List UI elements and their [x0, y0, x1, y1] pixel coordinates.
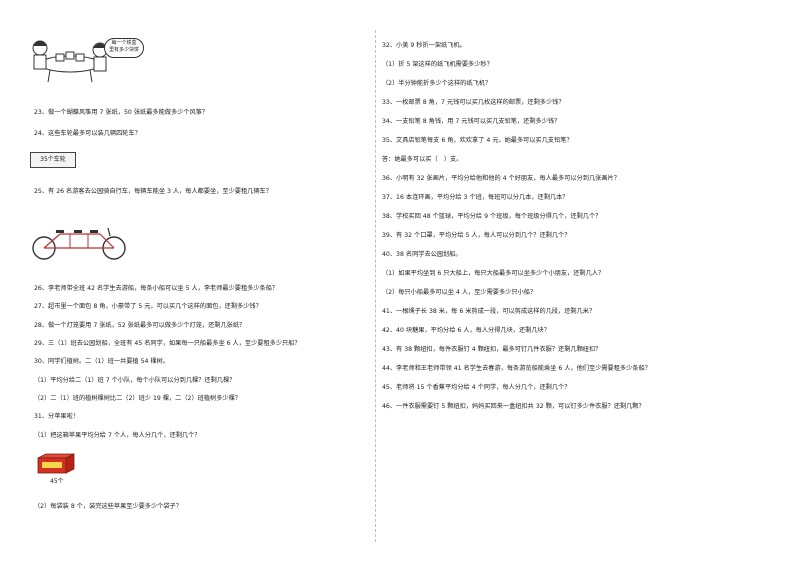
- kids-table-image: [32, 40, 108, 83]
- question-30: 30、同学们植树。二（1）班一共要植 54 棵树。: [34, 358, 169, 365]
- question-31: 31、分苹果啦！: [34, 413, 79, 420]
- wheels-box-label: 35个车轮: [40, 156, 66, 163]
- question-33: 33、一枚邮票 8 角，7 元钱可以买几枚这样的邮票，还剩多少钱？: [382, 99, 565, 106]
- answer-35: 答：她最多可以买（ ）支。: [382, 156, 463, 163]
- question-30-part-1: （1）平均分给二（1）班 7 个小队，每个小队可以分到几棵？还剩几棵？: [34, 377, 236, 384]
- speech-bubble-text: 每一个铁盒 里有多少块饼: [108, 40, 139, 53]
- question-34: 34、一支铅笔 8 角钱，用 7 元钱可以买几支铅笔，还剩多少钱？: [382, 118, 561, 125]
- speech-bubble: 每一个铁盒 里有多少块饼: [104, 38, 144, 58]
- apple-count-label: 45个: [50, 478, 64, 485]
- apple-box-illustration: [36, 452, 76, 474]
- question-25: 25、有 26 名游客去公园骑自行车，每辆车能坐 3 人，每人都要坐，至少要租几…: [34, 188, 272, 195]
- question-43: 43、有 38 颗纽扣，每件衣服钉 4 颗纽扣，最多可钉几件衣服？还剩几颗纽扣？: [382, 346, 602, 353]
- question-36: 36、小明有 32 张画片，平均分给他和他的 4 个好朋友，每人最多可以分到几张…: [382, 175, 620, 182]
- tandem-bicycle-illustration: [30, 222, 130, 262]
- question-23: 23、做一个蝴蝶风筝用 7 张纸，50 张纸最多能做多少个风筝？: [34, 109, 209, 116]
- question-46: 46、一件衣服需要钉 5 颗纽扣，妈妈买回来一盒纽扣共 32 颗，可以钉多少件衣…: [382, 403, 645, 410]
- question-41: 41、一根绳子长 38 米，每 6 米剪成一段，可以剪成这样的几段，还剩几米？: [382, 308, 596, 315]
- question-40-part-2: （2）每只小船最多可以坐 4 人，至少需要多少只小船？: [382, 289, 537, 296]
- question-38: 38、学校买回 48 个篮球，平均分给 9 个班级，每个班级分得几个，还剩几个？: [382, 213, 602, 220]
- question-29: 29、三（1）班去公园划船，全班有 45 名同学，如果每一只船最多坐 6 人，至…: [34, 340, 301, 347]
- question-44: 44、李老师和王老师带领 41 名学生去春游，每条游览船能乘坐 6 人，他们至少…: [382, 365, 651, 372]
- question-39: 39、有 32 个口罩，平均分给 5 人，每人可以分到几个？还剩几个？: [382, 232, 571, 239]
- question-28: 28、做一个灯笼要用 7 张纸，52 张纸最多可以做多少个灯笼，还剩几张纸？: [34, 322, 246, 329]
- question-40: 40、38 名同学去公园划船。: [382, 251, 462, 258]
- question-37: 37、16 本连环画，平均分给 3 个班，每班可以分几本，还剩几本？: [382, 194, 569, 201]
- question-35: 35、文具店铅笔每支 6 角，欢欢拿了 4 元，她最多可以买几支铅笔？: [382, 137, 573, 144]
- question-31-part-1: （1）把这箱苹果平均分给 7 个人，每人分几个，还剩几个？: [34, 432, 201, 439]
- question-30-part-2: （2）二（1）班的植树棵树比二（2）班少 19 棵，二（2）班植树多少棵？: [34, 395, 241, 402]
- question-26: 26、李老师带全班 42 名学生去游船，每条小船可以坐 5 人，李老师最少要租多…: [34, 285, 279, 292]
- apple-box-icon: [37, 453, 75, 474]
- question-42: 42、40 块糖果，平均分给 6 人，每人分得几块，还剩几块？: [382, 327, 550, 334]
- column-divider: [375, 30, 376, 542]
- question-45: 45、老师将 15 个香蕉平均分给 4 个同学，每人分几个，还剩几个？: [382, 384, 571, 391]
- question-40-part-1: （1）如果平均坐到 6 只大船上，每只大船最多可以坐多少个小朋友，还剩几人？: [382, 270, 605, 277]
- question-32: 32、小美 9 秒折一架纸飞机。: [382, 42, 466, 49]
- kids-table-illustration: 每一个铁盒 里有多少块饼: [26, 34, 144, 84]
- question-32-part-2: （2）半分钟能折多少个这样的纸飞机？: [382, 80, 492, 87]
- wheels-box: 35个车轮: [30, 152, 76, 168]
- question-31-part-2: （2）每袋装 8 个，装完这些苹果至少要多少个袋子？: [34, 503, 182, 510]
- question-24: 24、这些车轮最多可以装几辆四轮车？: [34, 130, 141, 137]
- question-27: 27、超市里一个面包 8 角，小豪带了 5 元，可以买几个这样的面包，还剩多少钱…: [34, 303, 262, 310]
- bicycle-icon: [32, 227, 126, 260]
- question-32-part-1: （1）折 5 架这样的纸飞机需要多少秒？: [382, 61, 493, 68]
